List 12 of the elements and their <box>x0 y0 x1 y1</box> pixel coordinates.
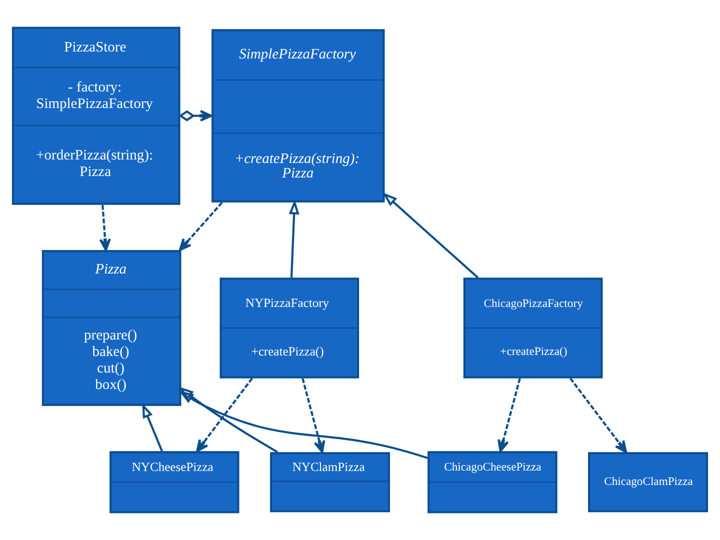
arrow <box>570 378 628 454</box>
arrow <box>178 110 212 122</box>
arrow <box>498 378 521 452</box>
arrow <box>178 386 278 454</box>
arrow <box>288 199 300 278</box>
arrow <box>99 204 111 252</box>
arrow <box>178 202 223 251</box>
arrow <box>178 390 428 460</box>
arrow <box>142 403 163 452</box>
arrow <box>382 192 479 278</box>
arrow <box>302 378 326 454</box>
arrow <box>196 378 253 452</box>
